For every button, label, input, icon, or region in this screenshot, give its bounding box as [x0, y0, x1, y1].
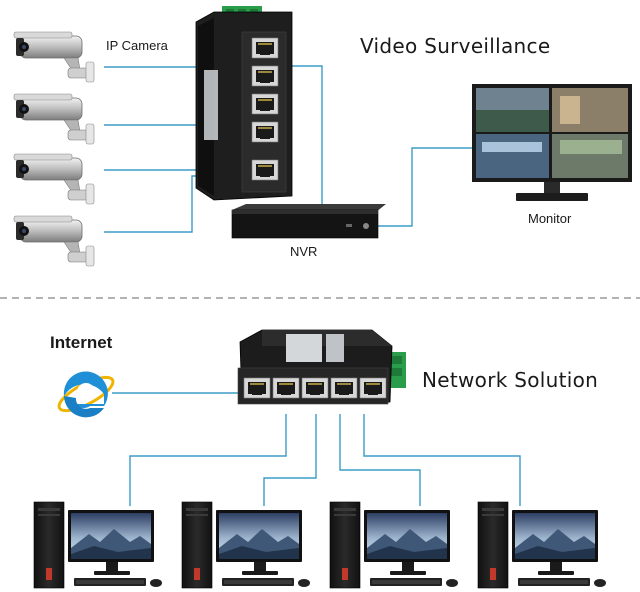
network-solution-title: Network Solution	[422, 368, 599, 392]
ip-camera-icon	[13, 31, 95, 83]
nvr-icon	[231, 204, 386, 239]
monitor-label: Monitor	[528, 211, 572, 226]
desktop-computer-icon	[181, 501, 311, 589]
industrial-switch-icon	[237, 329, 406, 405]
ip-camera-icon	[13, 153, 95, 205]
desktop-computer-icon	[477, 501, 607, 589]
bottom-links	[112, 392, 521, 506]
monitor-icon	[472, 84, 632, 201]
ip-camera-label: IP Camera	[106, 38, 168, 53]
nvr-label: NVR	[290, 244, 318, 259]
ip-camera-icon	[13, 215, 95, 267]
desktop-computer-icon	[329, 501, 459, 589]
ip-camera-icon	[13, 93, 95, 145]
internet-explorer-icon	[57, 371, 115, 418]
industrial-switch-icon	[195, 6, 293, 201]
desktop-computer-icon	[33, 501, 163, 589]
video-surveillance-title: Video Surveillance	[360, 34, 551, 58]
internet-label: Internet	[50, 333, 113, 352]
